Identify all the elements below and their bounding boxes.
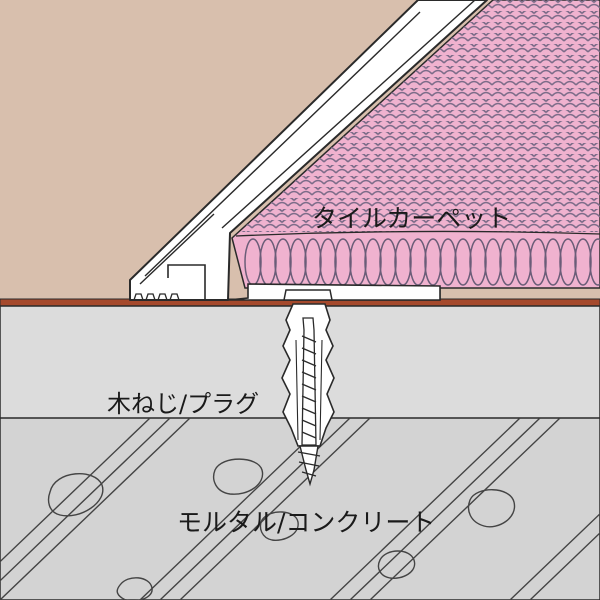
transition-profile [129, 0, 488, 301]
carpet-label: タイルカーペット [312, 204, 511, 233]
aggregate-stone [377, 550, 416, 579]
tile-carpet [231, 0, 600, 289]
aggregate-stone [212, 458, 264, 495]
aggregate-stone [47, 472, 104, 517]
substrate-label: モルタル/コンクリート [177, 508, 435, 537]
screw-label: 木ねじ/プラグ [107, 390, 259, 418]
screw-plug-icon [281, 289, 335, 487]
aggregate-stone [259, 511, 299, 541]
aggregate-stone [467, 489, 516, 528]
